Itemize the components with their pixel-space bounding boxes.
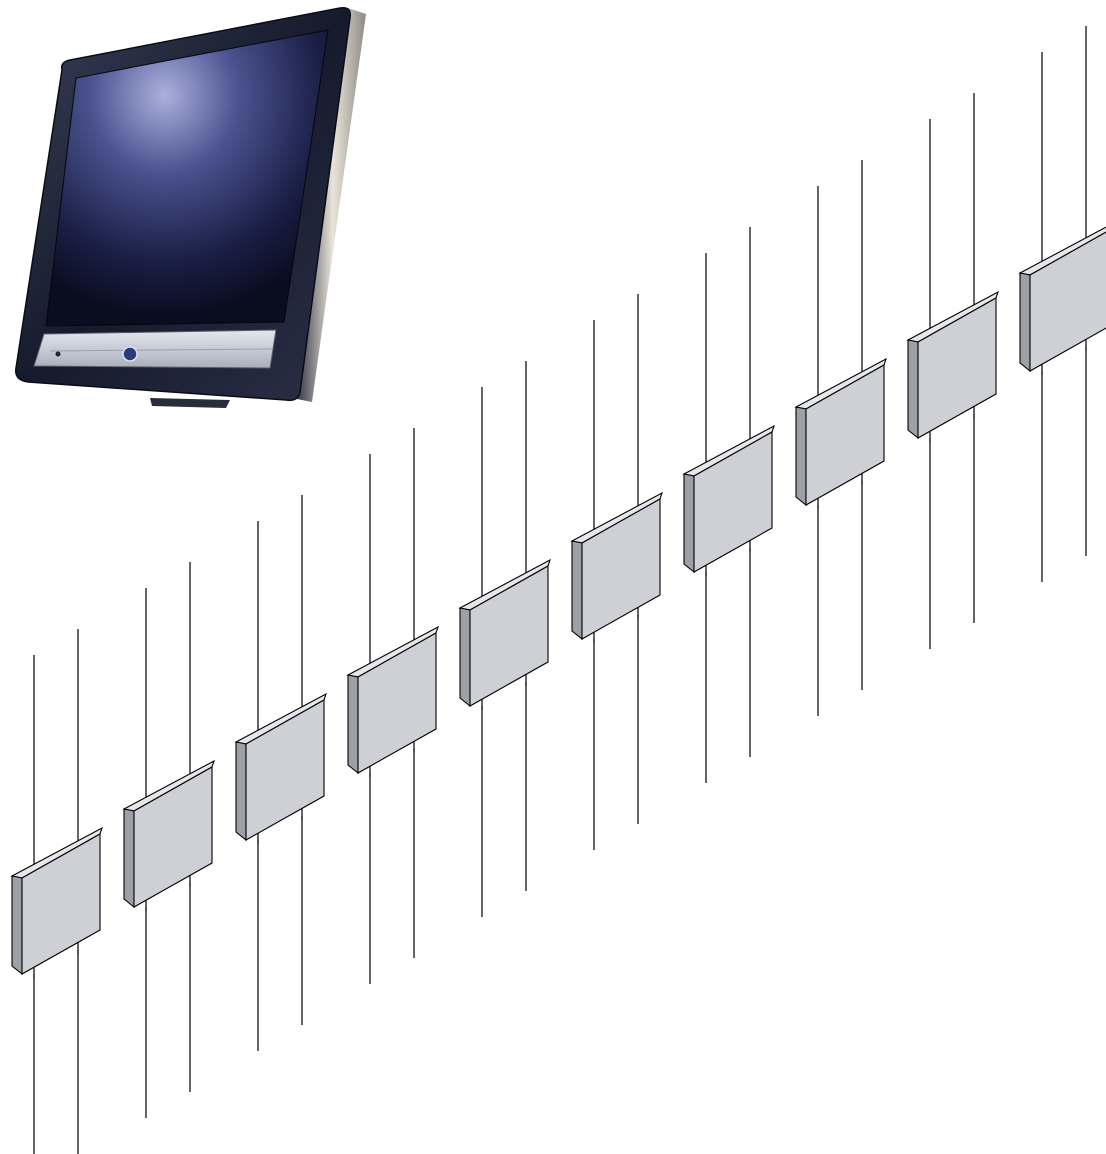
layer-panel-edge	[1020, 273, 1030, 371]
monitor-power-button	[123, 347, 137, 361]
layer-unit	[12, 629, 102, 1154]
monitor-indicator-light	[56, 352, 61, 357]
lcd-monitor-icon: ▭	[16, 8, 366, 408]
layer-panel-edge	[796, 407, 806, 505]
layer-panel-edge	[460, 608, 470, 706]
layer-unit	[1020, 26, 1106, 582]
layer-unit	[348, 428, 438, 984]
layer-panel-edge	[348, 675, 358, 773]
layer-unit	[124, 562, 214, 1118]
layer-panel-edge	[236, 742, 246, 840]
layer-unit	[236, 495, 326, 1051]
layer-unit	[796, 160, 886, 716]
layer-unit	[572, 294, 662, 850]
layer-panel-edge	[12, 876, 22, 974]
layer-unit	[908, 93, 998, 649]
layer-panel-edge	[572, 541, 582, 639]
monitor-base	[150, 398, 230, 408]
layer-panel-edge	[124, 809, 134, 907]
layer-unit	[684, 227, 774, 783]
layer-panel-edge	[684, 474, 694, 572]
monitor-brand-mark: ▭	[208, 351, 214, 358]
layer-panel-edge	[908, 340, 918, 438]
layer-unit	[460, 361, 550, 917]
